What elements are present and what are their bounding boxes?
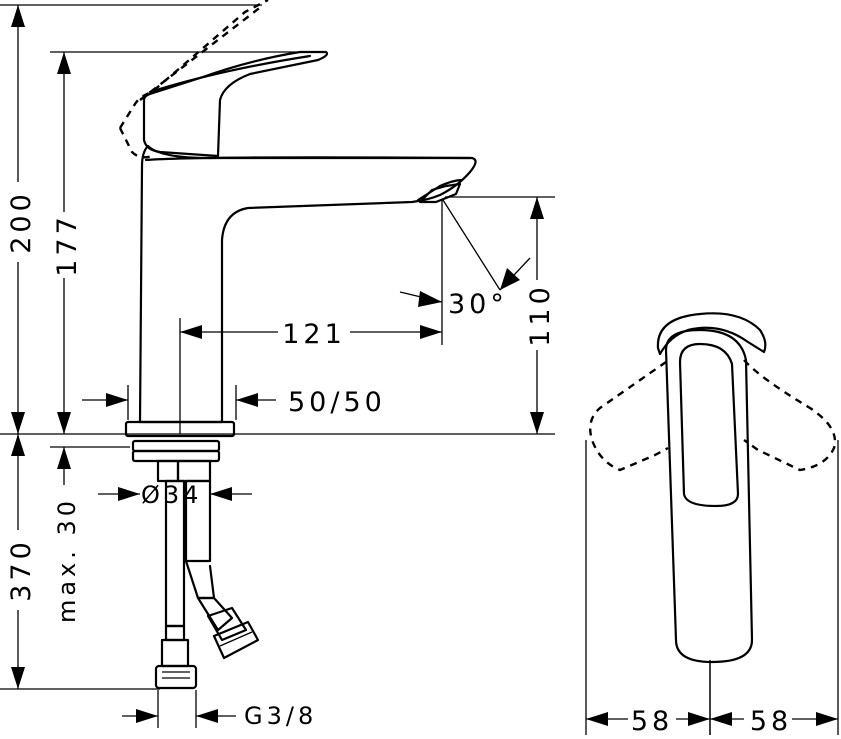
dimension-diameter-34 (98, 487, 252, 501)
dimension-200 (11, 5, 25, 434)
label-spout-reach: 121 (282, 319, 346, 350)
dimension-58-58 (586, 712, 838, 726)
label-handle-right: 58 (750, 706, 792, 737)
label-total-height: 200 (6, 190, 37, 254)
label-hole-diameter: Ø34 (141, 481, 202, 509)
handle-front-view (589, 312, 837, 735)
label-max-thickness: max. 30 (53, 497, 81, 623)
dimension-max-30 (57, 447, 71, 485)
label-outlet-height: 110 (525, 283, 556, 347)
dimension-30-degree (399, 257, 531, 307)
label-hole-spacing: 50/50 (288, 387, 386, 418)
dimension-g3-8 (122, 709, 236, 723)
label-hose-length: 370 (6, 538, 37, 602)
label-connection: G3/8 (244, 702, 317, 730)
dimension-110 (530, 197, 544, 434)
dimension-177 (57, 52, 71, 434)
faucet-side-view (118, 0, 477, 690)
label-spout-height: 177 (52, 213, 83, 277)
label-swivel-angle: 30° (448, 289, 508, 320)
extension-lines (0, 4, 839, 735)
label-handle-left: 58 (631, 706, 673, 737)
dimension-370 (11, 434, 25, 689)
dimension-121 (180, 325, 442, 339)
dimension-50-50 (82, 385, 276, 420)
